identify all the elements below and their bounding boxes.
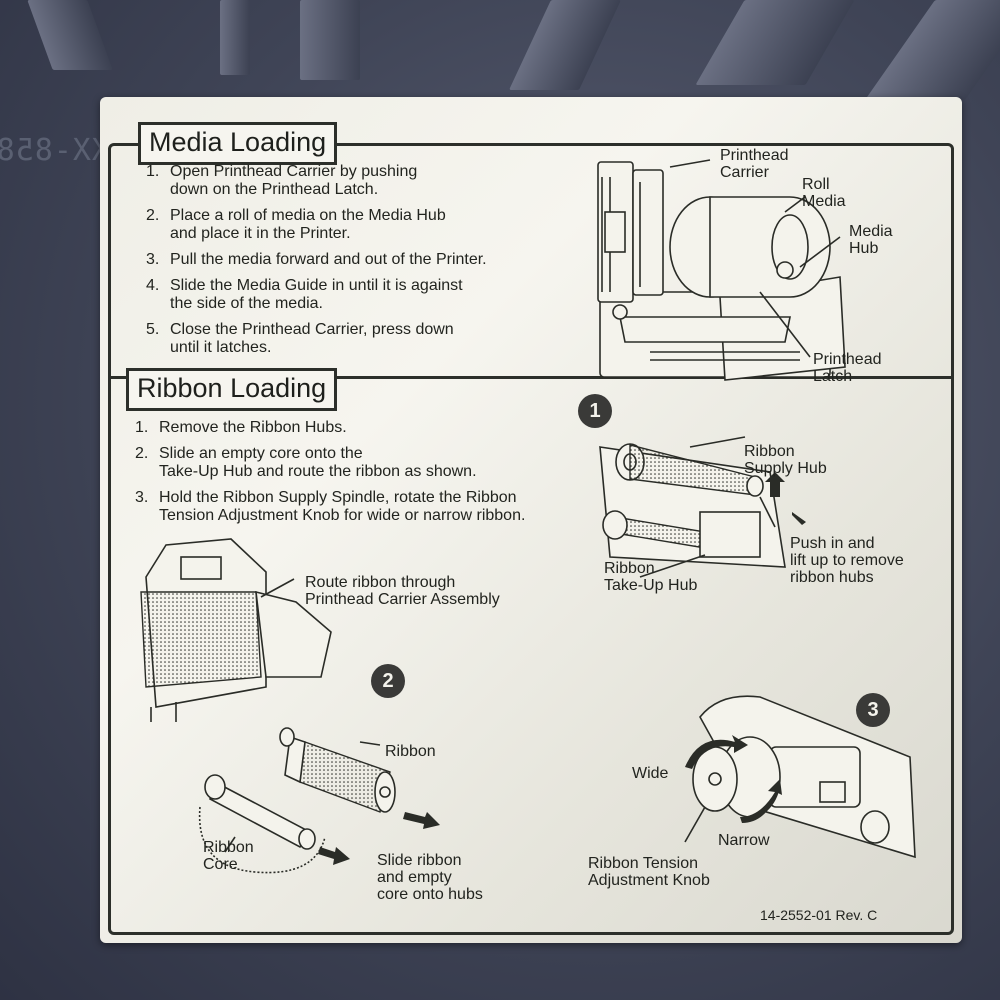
callout-wide: Wide [632,765,669,782]
printhead-carrier-illustration [140,538,332,722]
callout-printhead-latch: Printhead Latch [813,351,882,385]
callout-tension-knob: Ribbon Tension Adjustment Knob [588,855,710,889]
instruction-label: Media Loading 1.Open Printhead Carrier b… [100,97,962,943]
callout-ribbon-core: Ribbon Core [203,839,254,873]
callout-slide-ribbon: Slide ribbon and empty core onto hubs [377,852,483,903]
housing-fin [220,0,250,75]
label-frame [108,143,954,935]
list-item: 3.Pull the media forward and out of the … [146,251,487,268]
callout-roll-media: Roll Media [802,176,846,210]
callout-route-ribbon: Route ribbon through Printhead Carrier A… [305,574,500,608]
list-item: 4.Slide the Media Guide in until it is a… [146,277,463,312]
list-item: 5.Close the Printhead Carrier, press dow… [146,321,454,356]
housing-fin [695,0,855,85]
tension-knob-illustration [684,695,916,859]
callout-ribbon-supply-hub: Ribbon Supply Hub [744,443,827,477]
step-badge-3: 3 [856,693,890,727]
media-loading-steps: 1.Open Printhead Carrier by pushing down… [146,163,576,365]
step-badge-2: 2 [371,664,405,698]
callout-ribbon: Ribbon [385,743,436,760]
housing-fin [300,0,360,80]
callout-push-in: Push in and lift up to remove ribbon hub… [790,535,904,586]
list-item: 3.Hold the Ribbon Supply Spindle, rotate… [135,489,526,524]
callout-printhead-carrier: Printhead Carrier [720,147,789,181]
housing-fin [27,0,113,70]
list-item: 2.Slide an empty core onto the Take-Up H… [135,445,477,480]
step-badge-1: 1 [578,394,612,428]
ribbon-loading-steps: 1.Remove the Ribbon Hubs. 2.Slide an emp… [135,419,595,533]
section-divider [111,376,951,379]
list-item: 1.Remove the Ribbon Hubs. [135,419,347,436]
printer-media-illustration [597,159,846,381]
media-loading-title: Media Loading [138,122,338,165]
part-number: 14-2552-01 Rev. C [760,907,878,923]
list-item: 2.Place a roll of media on the Media Hub… [146,207,446,242]
housing-fin [864,0,1000,100]
callout-ribbon-takeup-hub: Ribbon Take-Up Hub [604,560,698,594]
housing-fin [509,0,621,90]
ribbon-loading-title: Ribbon Loading [126,368,338,411]
edge-marking: XX-8588 [0,133,110,168]
callout-narrow: Narrow [718,832,770,849]
ribbon-hubs-illustration [599,436,806,578]
list-item: 1.Open Printhead Carrier by pushing down… [146,163,418,198]
ribbon-core-illustration [198,727,440,874]
callout-media-hub: Media Hub [849,223,893,257]
